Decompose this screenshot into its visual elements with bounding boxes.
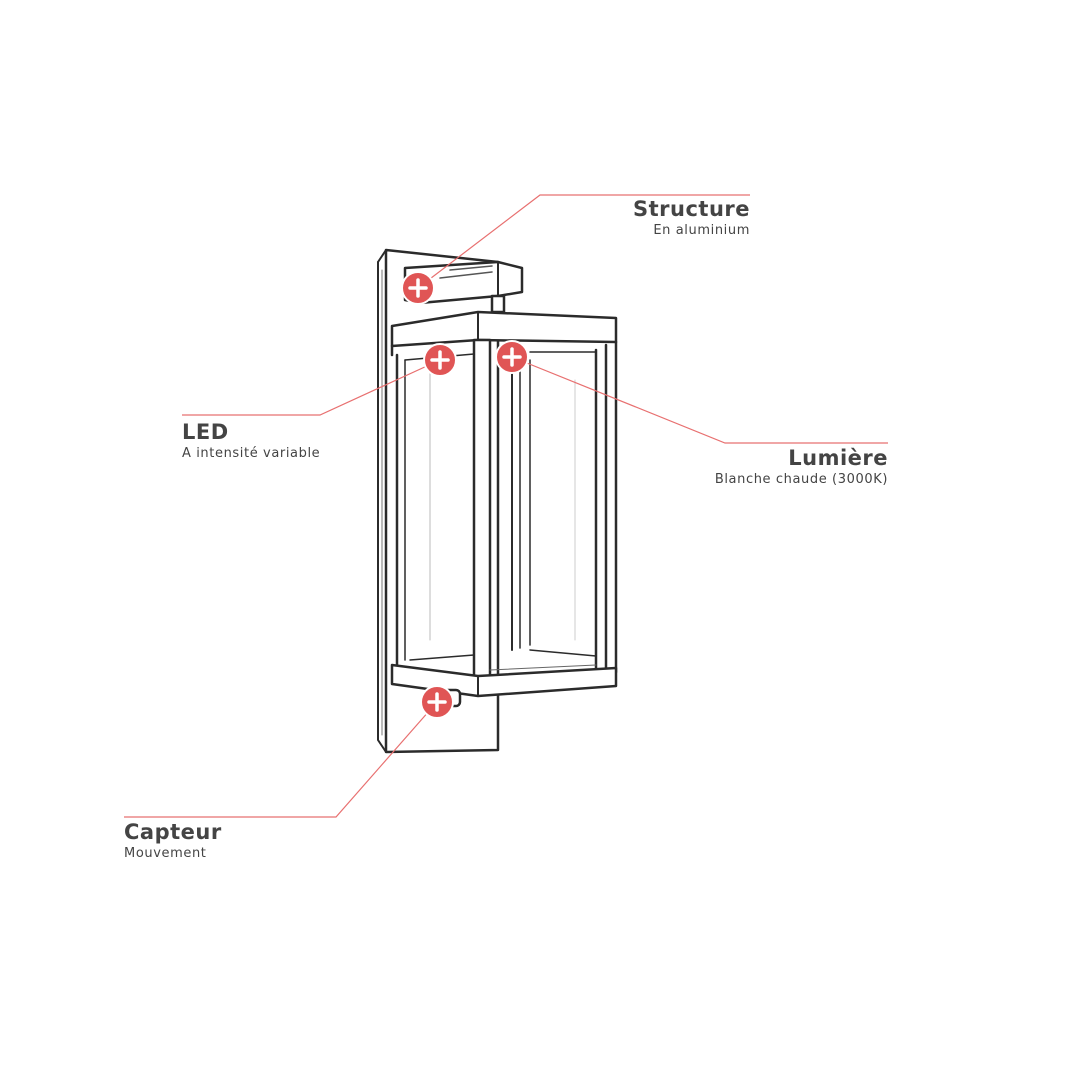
lumiere-subtitle: Blanche chaude (3000K)	[714, 472, 888, 487]
lamp-back-plate	[384, 248, 500, 754]
lumiere-title: Lumière	[788, 446, 888, 470]
led-hotspot[interactable]	[423, 343, 457, 377]
led-title: LED	[182, 420, 229, 444]
lumiere-callout: Lumière Blanche chaude (3000K)	[715, 445, 888, 489]
lamp-top-lid	[390, 310, 618, 348]
capteur-subtitle: Mouvement	[124, 846, 207, 861]
structure-leader-line	[417, 194, 750, 289]
capteur-hotspot[interactable]	[420, 685, 454, 719]
structure-hotspot[interactable]	[401, 271, 435, 305]
lumiere-leader-line	[511, 356, 888, 444]
structure-subtitle: En aluminium	[653, 223, 750, 238]
capteur-leader-line	[124, 701, 438, 818]
plus-icon	[430, 350, 450, 370]
structure-title: Structure	[632, 197, 750, 221]
plus-icon	[408, 278, 428, 298]
capteur-callout: Capteur Mouvement	[124, 819, 222, 863]
wall-lamp-sketch	[377, 248, 618, 754]
led-callout: LED A intensité variable	[182, 419, 320, 463]
plus-icon	[427, 692, 447, 712]
lumiere-hotspot[interactable]	[495, 340, 529, 374]
plus-icon	[502, 347, 522, 367]
led-leader-line	[182, 359, 441, 416]
structure-callout: Structure En aluminium	[633, 196, 750, 240]
capteur-title: Capteur	[124, 820, 222, 844]
callout-lines	[124, 194, 888, 818]
led-subtitle: A intensité variable	[182, 446, 321, 461]
